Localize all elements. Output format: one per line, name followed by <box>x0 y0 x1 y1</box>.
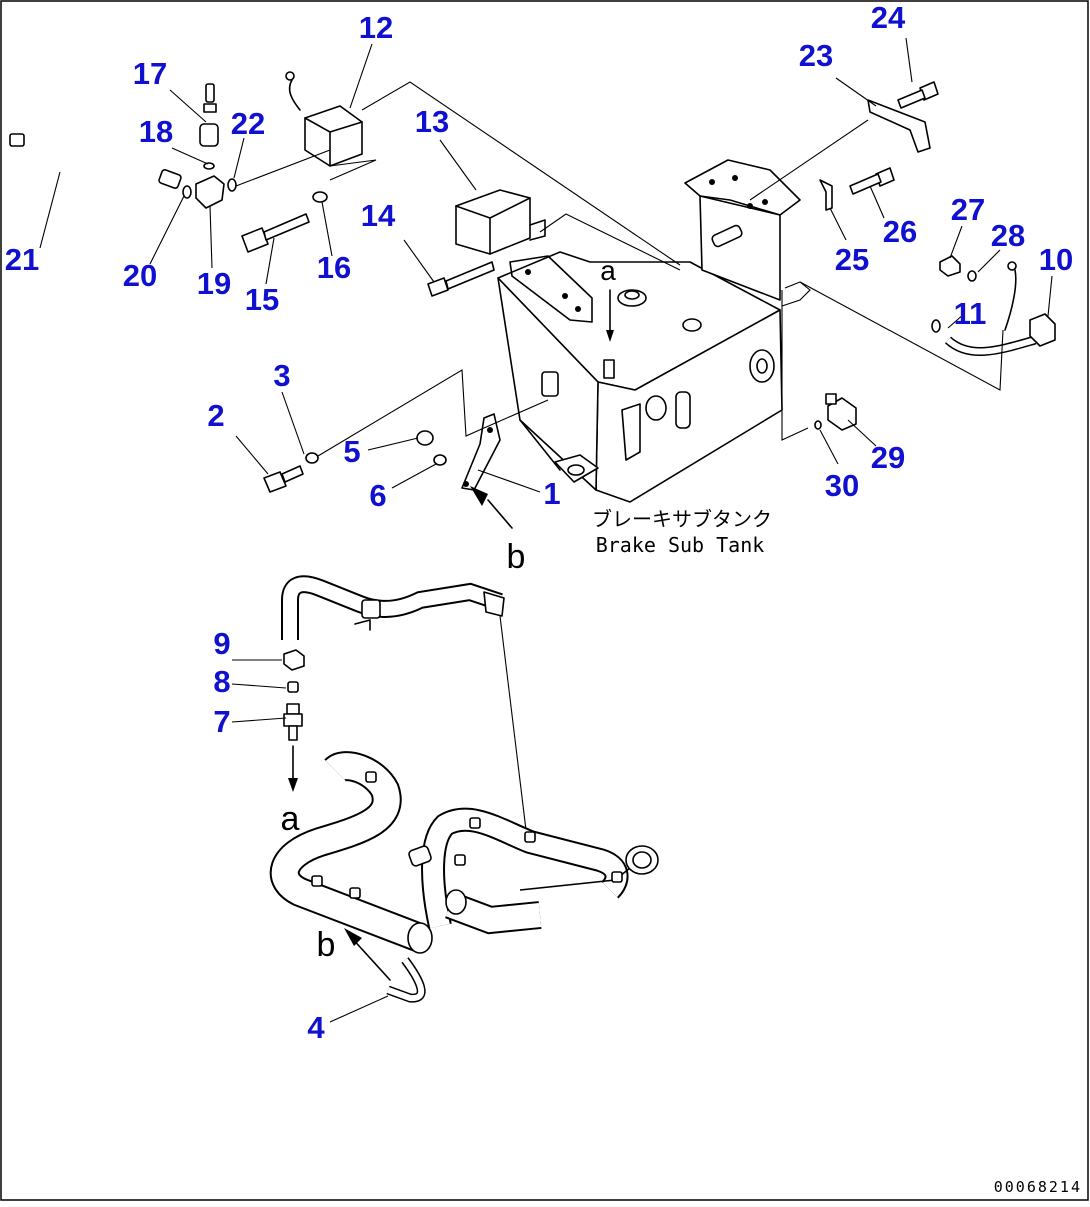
washer-16 <box>312 191 328 203</box>
marker-a-top: a <box>600 255 616 286</box>
callout-4: 4 <box>307 1010 325 1045</box>
callout-23: 23 <box>799 38 833 73</box>
connector-10 <box>1029 313 1056 347</box>
tank-label-en: Brake Sub Tank <box>596 533 765 557</box>
callout-17: 17 <box>133 56 167 91</box>
cover <box>455 189 681 271</box>
callout-25: 25 <box>835 242 869 277</box>
callout-14: 14 <box>361 198 396 233</box>
plug-27 <box>939 255 961 277</box>
fitting-29 <box>825 393 857 431</box>
callout-29: 29 <box>871 440 905 475</box>
marker-b-top: b <box>507 538 526 576</box>
bolt-14 <box>427 261 495 297</box>
o-ring-28 <box>967 270 977 282</box>
o-ring-30 <box>814 420 822 430</box>
brake-sub-tank <box>497 251 783 503</box>
collar-5 <box>416 430 434 446</box>
callout-27: 27 <box>951 192 985 227</box>
sensor-7 <box>283 703 303 741</box>
hose-4 <box>344 928 426 1003</box>
callout-13: 13 <box>415 104 449 139</box>
callout-1: 1 <box>543 476 560 511</box>
pressure-switch-box <box>285 71 681 266</box>
callout-2: 2 <box>207 398 224 433</box>
bolt-26 <box>849 167 895 195</box>
clip-25 <box>819 179 833 211</box>
plate-23 <box>749 99 931 201</box>
callout-20: 20 <box>123 258 157 293</box>
callout-8: 8 <box>213 664 230 699</box>
callout-21: 21 <box>5 242 39 277</box>
callout-15: 15 <box>245 282 279 317</box>
marker-a-bottom: a <box>281 800 300 838</box>
leader-lines <box>39 37 1053 1023</box>
o-ring-20 <box>182 185 192 199</box>
callout-24: 24 <box>871 0 906 35</box>
washer-3 <box>305 452 319 464</box>
callout-7: 7 <box>213 704 230 739</box>
callout-26: 26 <box>883 214 917 249</box>
callout-18: 18 <box>139 114 173 149</box>
mounting-bracket <box>684 159 801 301</box>
washer-8 <box>287 681 299 693</box>
sensor-assembly <box>195 83 331 209</box>
callout-6: 6 <box>369 478 386 513</box>
callout-9: 9 <box>213 626 230 661</box>
nut-9 <box>283 649 305 671</box>
arrow-b-head <box>470 486 488 506</box>
bracket-tab <box>781 281 811 307</box>
bolt-24 <box>897 81 939 109</box>
callout-28: 28 <box>991 218 1025 253</box>
bolt-2 <box>263 465 304 493</box>
arrow-b-shaft <box>487 499 513 529</box>
leader-line-right <box>799 281 1004 391</box>
arrow-a-head <box>606 330 614 342</box>
callouts: 12 17 18 22 21 20 19 15 16 13 14 23 24 2… <box>5 0 1073 1045</box>
fitting-a <box>603 359 615 379</box>
leader-line-29 <box>781 290 809 441</box>
clamp-1 <box>317 369 549 491</box>
drawing-number: 00068214 <box>994 1178 1082 1196</box>
callout-30: 30 <box>825 468 859 503</box>
callout-11: 11 <box>954 296 987 331</box>
hose-21 <box>9 133 182 189</box>
bolt-15 <box>241 213 310 253</box>
arrow-7-head <box>288 778 298 792</box>
callout-12: 12 <box>359 10 393 45</box>
callout-5: 5 <box>343 434 360 469</box>
callout-10: 10 <box>1039 242 1073 277</box>
callout-3: 3 <box>273 358 290 393</box>
callout-16: 16 <box>317 250 351 285</box>
tank-label-jp: ブレーキサブタンク <box>592 507 772 531</box>
marker-b-bottom: b <box>317 926 336 964</box>
callout-19: 19 <box>197 266 231 301</box>
washer-6 <box>433 454 447 466</box>
callout-22: 22 <box>231 106 265 141</box>
pipe-assembly <box>269 575 659 954</box>
hose-11 <box>931 261 1037 357</box>
